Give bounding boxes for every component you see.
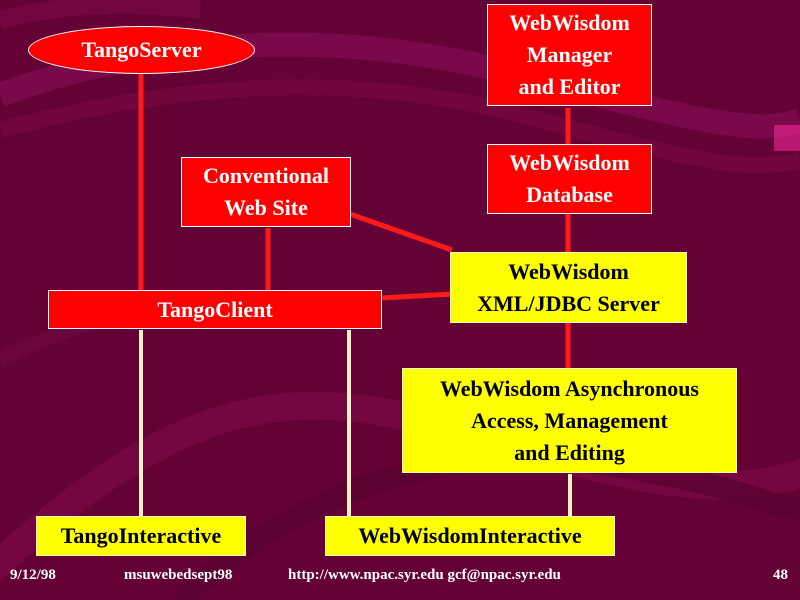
tango-server-node: TangoServer [28, 26, 255, 74]
async-line-3: and Editing [514, 439, 625, 465]
footer-presentation: msuwebedsept98 [124, 567, 233, 583]
xml-server-line-1: WebWisdom [508, 258, 629, 284]
async-line-1: WebWisdom Asynchronous [440, 375, 699, 401]
line-client-xmlserver [381, 291, 453, 301]
tango-interactive-label: TangoInteractive [60, 523, 222, 548]
footer-date: 9/12/98 [10, 567, 56, 583]
tango-interactive-node: TangoInteractive [36, 516, 246, 556]
footer-contact: http://www.npac.syr.edu gcf@npac.syr.edu [288, 567, 561, 583]
async-line-2: Access, Management [471, 407, 668, 433]
webwisdom-interactive-node: WebWisdomInteractive [325, 516, 615, 556]
webwisdom-xml-jdbc-server-node: WebWisdom XML/JDBC Server [450, 252, 687, 323]
database-line-2: Database [526, 182, 613, 207]
manager-editor-line-2: Manager [526, 42, 613, 67]
webwisdom-async-access-node: WebWisdom Asynchronous Access, Managemen… [402, 368, 737, 473]
database-line-1: WebWisdom [509, 150, 630, 175]
tango-client-label: TangoClient [157, 296, 273, 322]
tango-server-label: TangoServer [81, 37, 202, 62]
tango-client-node: TangoClient [48, 290, 382, 329]
conventional-site-line-2: Web Site [224, 195, 308, 220]
manager-editor-line-3: and Editor [518, 74, 621, 99]
webwisdom-interactive-label: WebWisdomInteractive [358, 523, 582, 548]
webwisdom-database-node: WebWisdom Database [487, 144, 652, 214]
xml-server-line-2: XML/JDBC Server [477, 290, 660, 316]
webwisdom-manager-editor-node: WebWisdom Manager and Editor [487, 4, 652, 106]
footer-page-number: 48 [773, 567, 788, 583]
conventional-site-line-1: Conventional [203, 163, 329, 188]
conventional-web-site-node: Conventional Web Site [181, 157, 351, 227]
line-website-xmlserver [349, 211, 453, 253]
manager-editor-line-1: WebWisdom [509, 10, 630, 35]
